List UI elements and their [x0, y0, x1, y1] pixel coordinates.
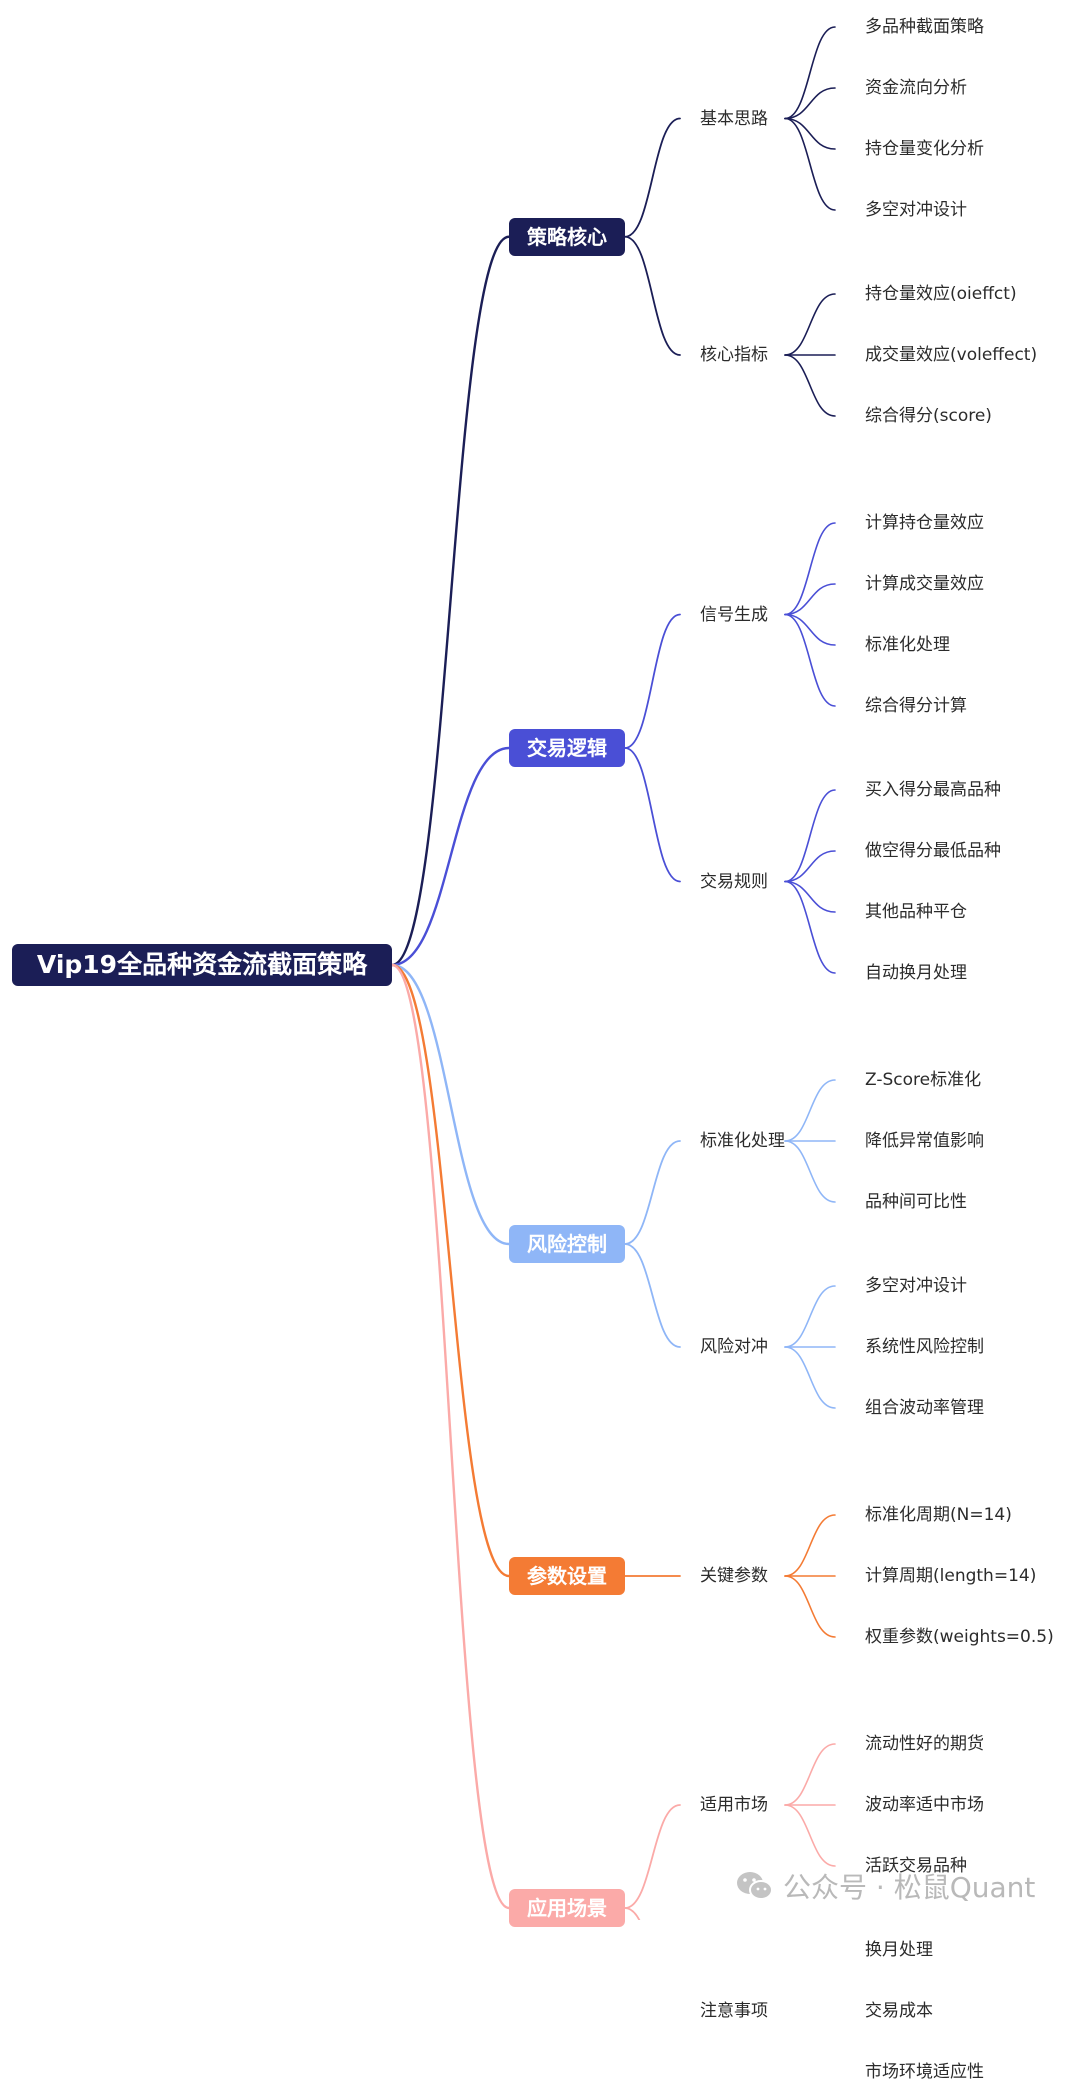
sub-branch-node: 核心指标: [700, 345, 768, 365]
leaf-connector: [784, 583, 836, 616]
leaf-connector: [784, 1743, 836, 1806]
sub-branch-connector: [624, 613, 681, 749]
branch-node: 策略核心: [509, 217, 625, 256]
watermark: 公众号 · 松鼠Quant: [735, 1866, 1035, 1906]
leaf-node: 组合波动率管理: [865, 1398, 984, 1418]
leaf-connector: [784, 1079, 836, 1142]
branch-connector: [390, 746, 511, 967]
sub-branch-node: 关键参数: [700, 1566, 768, 1586]
leaf-node: 其他品种平仓: [865, 902, 967, 922]
leaf-connector: [784, 117, 836, 211]
leaf-node: 降低异常值影响: [865, 1131, 984, 1151]
leaf-connector: [784, 1140, 836, 1203]
leaf-node: 自动换月处理: [865, 963, 967, 983]
sub-branch-connector: [624, 747, 681, 883]
leaf-connector: [784, 1575, 836, 1638]
branch-node: 应用场景: [509, 1889, 625, 1927]
branch-node: 参数设置: [509, 1557, 625, 1595]
leaf-node: 持仓量变化分析: [865, 139, 984, 159]
sub-branch-node: 交易规则: [700, 871, 768, 892]
leaf-node: 权重参数(weights=0.5): [865, 1627, 1054, 1647]
leaf-node: 市场环境适应性: [865, 2062, 984, 2082]
leaf-node: 多空对冲设计: [865, 200, 967, 220]
leaf-connector: [784, 1804, 836, 1867]
leaf-node: 计算成交量效应: [865, 574, 984, 594]
sub-branch-node: 适用市场: [700, 1795, 768, 1815]
leaf-node: 换月处理: [865, 1940, 933, 1960]
branch-connector: [390, 963, 511, 1578]
leaf-node: 交易成本: [865, 2001, 933, 2021]
leaf-connector: [784, 117, 836, 150]
leaf-connector: [784, 522, 836, 616]
leaf-node: 波动率适中市场: [865, 1795, 984, 1815]
leaf-connector: [784, 850, 836, 883]
branch-connector: [390, 963, 511, 1910]
leaf-node: 标准化周期(N=14): [865, 1505, 1012, 1525]
leaf-node: 资金流向分析: [865, 78, 967, 98]
leaf-connector: [784, 880, 836, 913]
sub-branch-connector: [624, 117, 681, 238]
leaf-connector: [784, 26, 836, 120]
root-node: Vip19全品种资金流截面策略: [12, 944, 392, 986]
mind-map-connectors: [390, 26, 836, 1920]
leaf-connector: [784, 293, 836, 356]
leaf-node: 综合得分计算: [865, 696, 967, 716]
sub-branch-connector: [624, 1907, 641, 1920]
branch-node: 交易逻辑: [509, 729, 625, 767]
leaf-node: 计算周期(length=14): [865, 1566, 1037, 1586]
mind-map: Vip19全品种资金流截面策略 多品种截面策略资金流向分析持仓量变化分析多空对冲…: [12, 17, 1054, 2082]
leaf-node: 多品种截面策略: [865, 17, 984, 37]
leaf-node: 持仓量效应(oieffct): [865, 284, 1017, 304]
branch-connector: [390, 235, 511, 967]
leaf-connector: [784, 613, 836, 646]
sub-branch-node: 风险对冲: [700, 1337, 768, 1357]
wechat-icon: [737, 1872, 773, 1900]
sub-branch-connector: [624, 235, 681, 356]
branch-connector: [390, 963, 511, 1246]
leaf-node: 品种间可比性: [865, 1192, 967, 1212]
leaf-node: 买入得分最高品种: [865, 780, 1001, 800]
sub-branch-connector: [624, 1140, 681, 1245]
branch-node: 风险控制: [509, 1225, 625, 1263]
sub-branch-connector: [624, 1804, 681, 1909]
leaf-node: 做空得分最低品种: [865, 841, 1001, 861]
sub-branch-node: 注意事项: [700, 2001, 768, 2021]
leaf-node: 计算持仓量效应: [865, 513, 984, 533]
sub-branch-node: 基本思路: [700, 108, 768, 129]
leaf-connector: [784, 1514, 836, 1577]
watermark-text: 公众号 · 松鼠Quant: [783, 1871, 1036, 1904]
leaf-connector: [784, 87, 836, 120]
leaf-connector: [784, 789, 836, 883]
leaf-node: 综合得分(score): [865, 406, 992, 426]
leaf-node: 多空对冲设计: [865, 1276, 967, 1296]
leaf-node: 成交量效应(voleffect): [865, 345, 1038, 365]
leaf-node: 标准化处理: [865, 635, 950, 655]
sub-branch-node: 标准化处理: [700, 1131, 785, 1151]
leaf-node: 活跃交易品种: [865, 1856, 967, 1876]
leaf-node: 流动性好的期货: [865, 1734, 984, 1754]
leaf-connector: [784, 613, 836, 707]
sub-branch-node: 信号生成: [700, 604, 768, 625]
leaf-node: 系统性风险控制: [865, 1337, 984, 1357]
leaf-node: Z-Score标准化: [865, 1070, 982, 1090]
leaf-connector: [784, 880, 836, 974]
leaf-connector: [784, 1285, 836, 1348]
sub-branch-connector: [624, 1243, 681, 1348]
leaf-connector: [784, 1346, 836, 1409]
leaf-connector: [784, 354, 836, 417]
